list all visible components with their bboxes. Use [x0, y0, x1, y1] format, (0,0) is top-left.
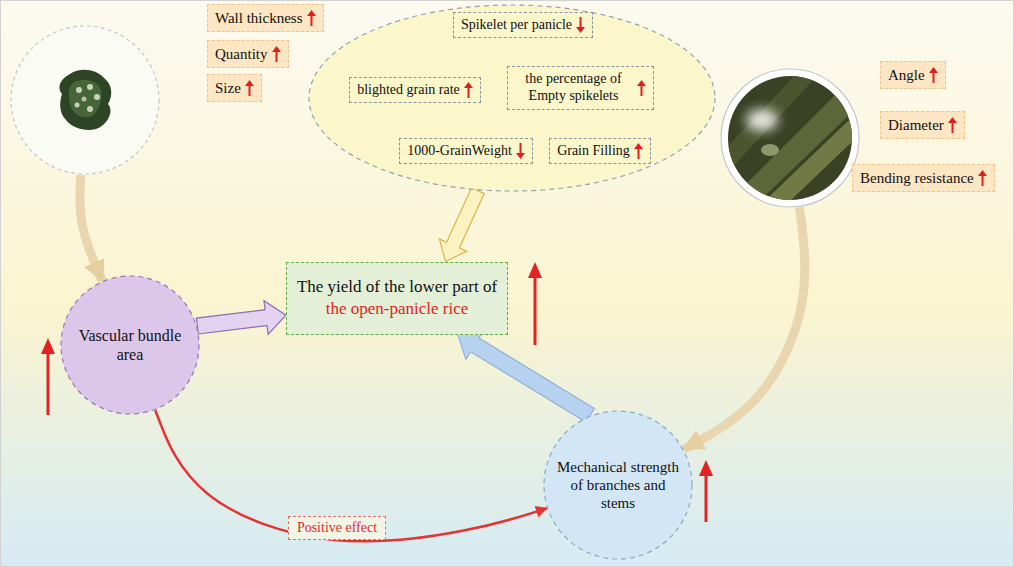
node-text: Spikelet per panicle [461, 17, 572, 34]
edge-label: Positive effect [288, 516, 386, 541]
node-outline-shape [544, 411, 692, 559]
block-arrow [196, 301, 286, 335]
connector-path [155, 410, 546, 541]
connector-path [439, 188, 484, 262]
cross-section-illustration [10, 25, 160, 175]
connector-path [80, 175, 102, 281]
up-arrow-symbol [929, 67, 938, 83]
factor-box: blighted grain rate [349, 77, 481, 104]
vascular-circle: Vascular bundle area [60, 275, 200, 415]
node-outline-shape [11, 26, 159, 174]
trait-label-box: Bending resistance [852, 164, 995, 192]
connector-path [458, 330, 595, 422]
node-text: the open-panicle rice [326, 299, 469, 319]
up-arrow-symbol [245, 80, 254, 96]
factor-box: 1000-GrainWeight [399, 138, 533, 165]
node-text: 1000-GrainWeight [407, 143, 512, 160]
connector-path [684, 207, 805, 449]
trait-label-box: Size [207, 74, 262, 102]
node-outline [720, 68, 860, 208]
up-arrow-symbol [464, 82, 473, 98]
up-arrow-symbol [978, 170, 987, 186]
node-text: Size [215, 79, 241, 97]
trait-label-box: Quantity [207, 40, 289, 68]
trait-label-box: Diameter [880, 111, 965, 139]
effect-curve [155, 410, 546, 541]
trait-label-box: Wall thickness [207, 4, 324, 32]
curved-arrow [684, 207, 805, 449]
node-outline [60, 275, 200, 415]
up-arrow-symbol [272, 46, 281, 62]
trait-label-box: Angle [880, 61, 946, 89]
stem-close-up-illustration [715, 68, 880, 225]
node-text: The yield of the lower part of [297, 277, 497, 297]
hollow-block-arrow [439, 188, 484, 262]
node-text: Mechanical strength of branches and stem… [553, 458, 683, 512]
node-text: the percentage of Empty spikelets [515, 71, 633, 105]
block-arrow [458, 330, 595, 422]
node-outline [10, 25, 160, 175]
node-outline-shape [721, 69, 859, 207]
factor-box: Spikelet per panicle [453, 12, 593, 39]
node-text: Grain Filling [557, 143, 630, 160]
increase-arrow [41, 262, 713, 522]
node-text: Angle [888, 66, 925, 84]
down-arrow-symbol [516, 143, 525, 159]
illustration-circle [720, 68, 860, 208]
illustration-circle [10, 25, 160, 175]
yield-factor-ellipse: Spikelet per panicle blighted grain rate t… [308, 4, 716, 192]
connector-path [196, 301, 286, 335]
node-text: Vascular bundle area [74, 326, 186, 364]
curved-arrow [80, 175, 102, 281]
node-text: blighted grain rate [357, 82, 460, 99]
node-text: Diameter [888, 116, 944, 134]
node-outline-shape [309, 5, 715, 191]
node-text: Bending resistance [860, 169, 974, 187]
node-text: Wall thickness [215, 9, 303, 27]
factor-box: the percentage of Empty spikelets [507, 66, 654, 110]
up-arrow-symbol [948, 117, 957, 133]
yield-box: The yield of the lower part ofthe open-p… [286, 262, 508, 335]
mechanical-circle: Mechanical strength of branches and stem… [543, 410, 693, 560]
up-arrow-symbol [637, 80, 646, 96]
down-arrow-symbol [576, 17, 585, 33]
up-arrow-symbol [307, 10, 316, 26]
node-outline-shape [61, 276, 199, 414]
node-text: Quantity [215, 45, 268, 63]
up-arrow-symbol [634, 143, 643, 159]
factor-box: Grain Filling [549, 138, 651, 165]
